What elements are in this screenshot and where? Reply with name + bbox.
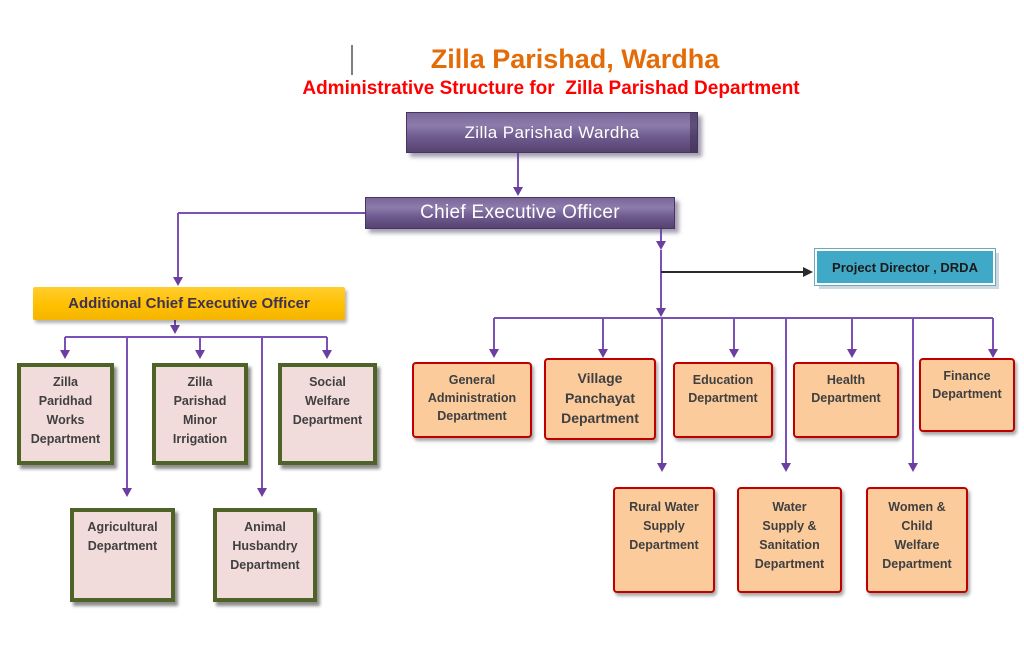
node-zilla-parishad-minor-irrigation: Zilla Parishad Minor Irrigation [152,363,248,465]
node-village-panchayat-department: Village Panchayat Department [544,358,656,440]
node-animal-husbandry-label: Animal Husbandry Department [230,520,300,572]
node-rural-water-supply-department: Rural Water Supply Department [613,487,715,593]
node-education-label: Education Department [688,373,758,405]
node-women-child-welfare-department: Women & Child Welfare Department [866,487,968,593]
node-agricultural-label: Agricultural Department [87,520,158,553]
node-health-department: Health Department [793,362,899,438]
page-subtitle: Administrative Structure for Zilla Paris… [302,78,800,99]
node-finance-department: Finance Department [919,358,1015,432]
node-general-admin-label: General Administration Department [427,373,517,423]
page-title: Zilla Parishad, Wardha [430,44,720,74]
node-social-welfare-department: Social Welfare Department [278,363,377,465]
node-zilla-paridhad-works-department: Zilla Paridhad Works Department [17,363,114,465]
node-chief-executive-officer: Chief Executive Officer [365,197,675,229]
node-project-director-drda-label: Project Director , DRDA [832,259,978,275]
node-women-child-label: Women & Child Welfare Department [882,500,952,571]
node-zilla-parishad-wardha: Zilla Parishad Wardha [406,112,698,153]
node-chief-executive-officer-label: Chief Executive Officer [420,202,620,223]
node-education-department: Education Department [673,362,773,438]
node-social-welfare-label: Social Welfare Department [292,375,363,427]
node-zp-minor-irrigation-label: Zilla Parishad Minor Irrigation [172,375,228,446]
node-health-label: Health Department [811,373,881,405]
node-rural-water-label: Rural Water Supply Department [629,500,699,552]
node-additional-chief-executive-officer: Additional Chief Executive Officer [33,287,345,320]
node-additional-ceo-label: Additional Chief Executive Officer [68,295,310,312]
node-zilla-parishad-wardha-label: Zilla Parishad Wardha [464,122,640,142]
node-village-panchayat-label: Village Panchayat Department [561,370,639,426]
node-water-supply-sanitation-department: Water Supply & Sanitation Department [737,487,842,593]
node-finance-label: Finance Department [932,369,1002,401]
node-general-administration-department: General Administration Department [412,362,532,438]
node-zp-works-label: Zilla Paridhad Works Department [30,375,101,446]
node-animal-husbandry-department: Animal Husbandry Department [213,508,317,602]
node-project-director-drda: Project Director , DRDA [814,248,996,286]
title-tick-mark [351,45,353,75]
node-agricultural-department: Agricultural Department [70,508,175,602]
node-water-sanitation-label: Water Supply & Sanitation Department [754,500,825,571]
black-connector-to-project-director [661,267,813,277]
